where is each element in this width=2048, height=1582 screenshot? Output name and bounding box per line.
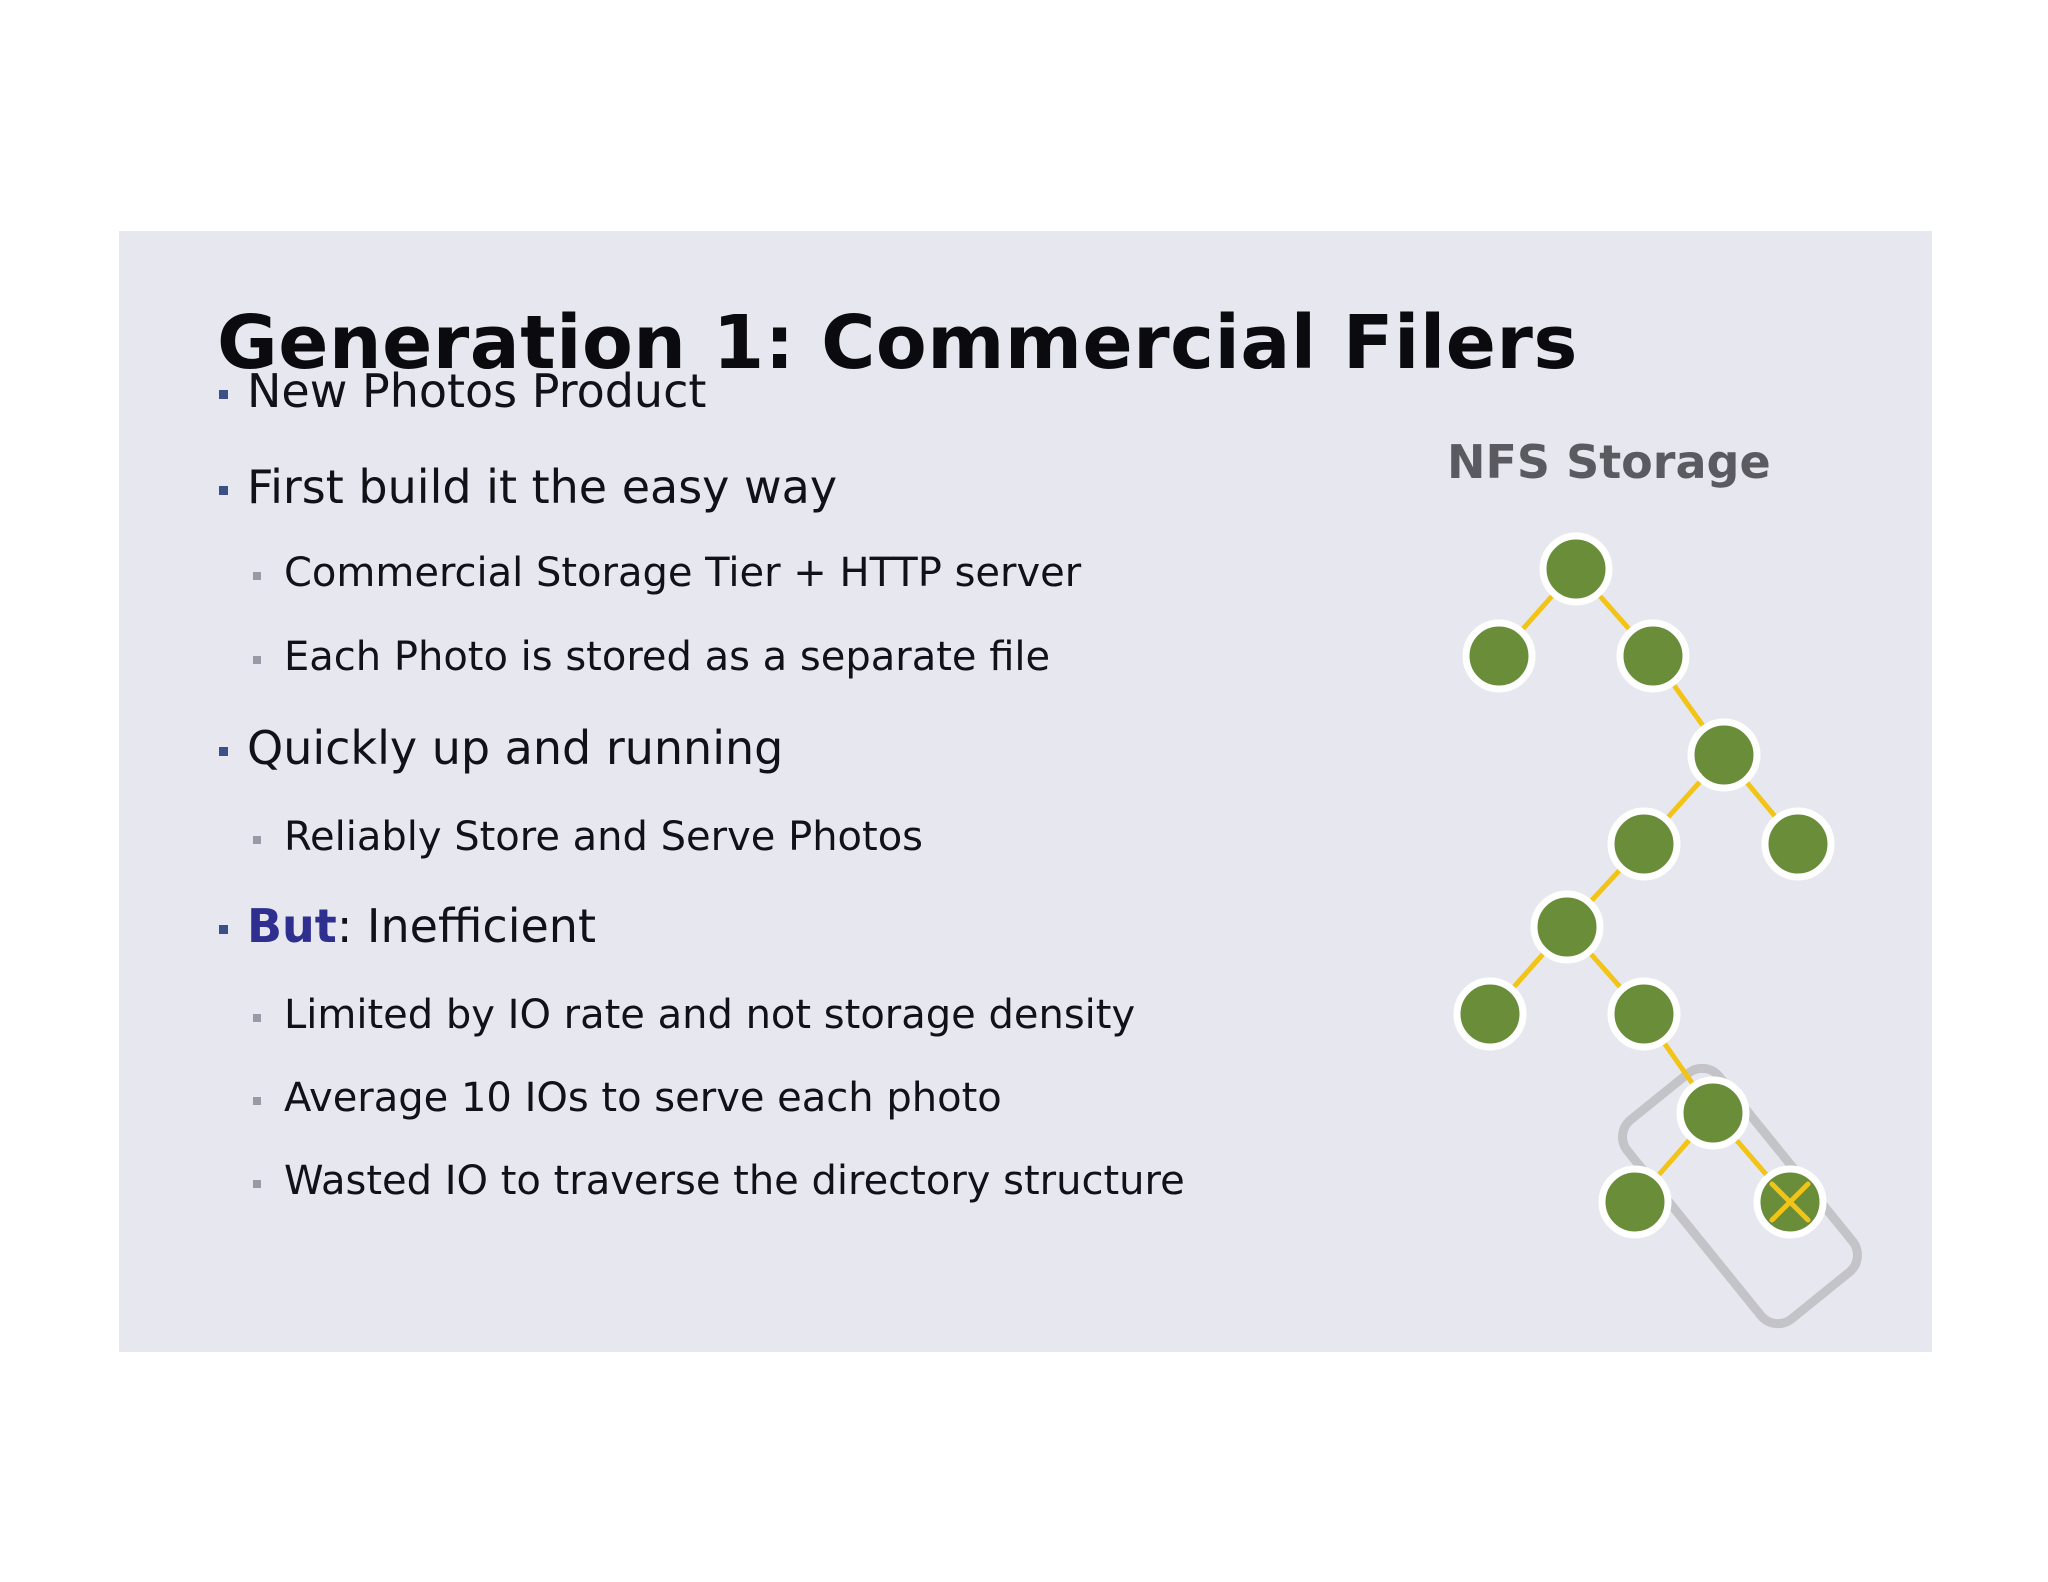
tree-node-icon	[1530, 890, 1604, 964]
tree-node-icon	[1462, 619, 1536, 693]
sub-bullet-item: Each Photo is stored as a separate file	[251, 637, 1050, 677]
bullet-text: Commercial Storage Tier + HTTP server	[284, 550, 1082, 596]
tree-node-icon	[1453, 977, 1527, 1051]
bullet-item: New Photos Product	[217, 368, 706, 414]
sub-bullet-marker-icon	[253, 1014, 261, 1022]
sub-bullet-item: Reliably Store and Serve Photos	[251, 817, 923, 857]
tree-node-icon	[1598, 1165, 1672, 1239]
tree-node-icon	[1607, 807, 1681, 881]
bullet-text: Wasted IO to traverse the directory stru…	[284, 1158, 1185, 1204]
sub-bullet-item: Average 10 IOs to serve each photo	[251, 1078, 1002, 1118]
tree-node-icon	[1687, 718, 1761, 792]
sub-bullet-item: Commercial Storage Tier + HTTP server	[251, 553, 1081, 593]
tree-node-icon	[1676, 1076, 1750, 1150]
tree-node-icon	[1761, 807, 1835, 881]
tree-node-icon	[1539, 532, 1613, 606]
tree-node-icon	[1753, 1165, 1827, 1239]
tree-edge	[1710, 1110, 1793, 1205]
tree-edge	[1641, 1011, 1716, 1116]
tree-node-icon	[1616, 619, 1690, 693]
bullet-text: New Photos Product	[247, 364, 707, 418]
bullet-item: First build it the easy way	[217, 464, 837, 510]
bullet-marker-icon	[219, 486, 228, 495]
tree-edge	[1487, 924, 1570, 1017]
sub-bullet-marker-icon	[253, 1180, 261, 1188]
bullet-marker-icon	[219, 747, 228, 756]
tree-edge	[1641, 752, 1727, 847]
bullet-item: But: Inefficient	[217, 903, 596, 949]
sub-bullet-marker-icon	[253, 1097, 261, 1105]
tree-edge	[1650, 653, 1727, 758]
tree-edge	[1573, 566, 1656, 659]
tree-edge	[1564, 924, 1647, 1017]
tree-edge	[1564, 841, 1647, 930]
tree-node-icon	[1607, 977, 1681, 1051]
highlight-box	[1618, 1063, 1862, 1329]
tree-edges	[1487, 566, 1801, 1205]
missing-file-x-icon	[1769, 1181, 1811, 1223]
tree-edge	[1721, 752, 1801, 847]
sub-bullet-item: Wasted IO to traverse the directory stru…	[251, 1161, 1185, 1201]
sub-bullet-item: Limited by IO rate and not storage densi…	[251, 995, 1135, 1035]
tree-nodes	[1453, 532, 1835, 1239]
bullet-text: Limited by IO rate and not storage densi…	[284, 992, 1136, 1038]
bullet-text: Each Photo is stored as a separate file	[284, 634, 1051, 680]
slide: Generation 1: Commercial Filers New Phot…	[119, 231, 1932, 1352]
bullet-text: Average 10 IOs to serve each photo	[284, 1075, 1002, 1121]
bullet-marker-icon	[219, 925, 228, 934]
bullet-text: First build it the easy way	[247, 460, 838, 514]
bullet-item: Quickly up and running	[217, 725, 783, 771]
diagram-title: NFS Storage	[1447, 435, 1771, 489]
slide-title: Generation 1: Commercial Filers	[217, 300, 1578, 386]
bullet-text: : Inefficient	[336, 899, 596, 953]
bullet-text: Reliably Store and Serve Photos	[284, 814, 924, 860]
tree-edge	[1632, 1110, 1716, 1205]
bullet-accent-text: But	[247, 899, 337, 953]
sub-bullet-marker-icon	[253, 836, 261, 844]
sub-bullet-marker-icon	[253, 572, 261, 580]
sub-bullet-marker-icon	[253, 656, 261, 664]
bullet-marker-icon	[219, 390, 228, 399]
tree-edge	[1496, 566, 1579, 659]
bullet-text: Quickly up and running	[247, 721, 784, 775]
